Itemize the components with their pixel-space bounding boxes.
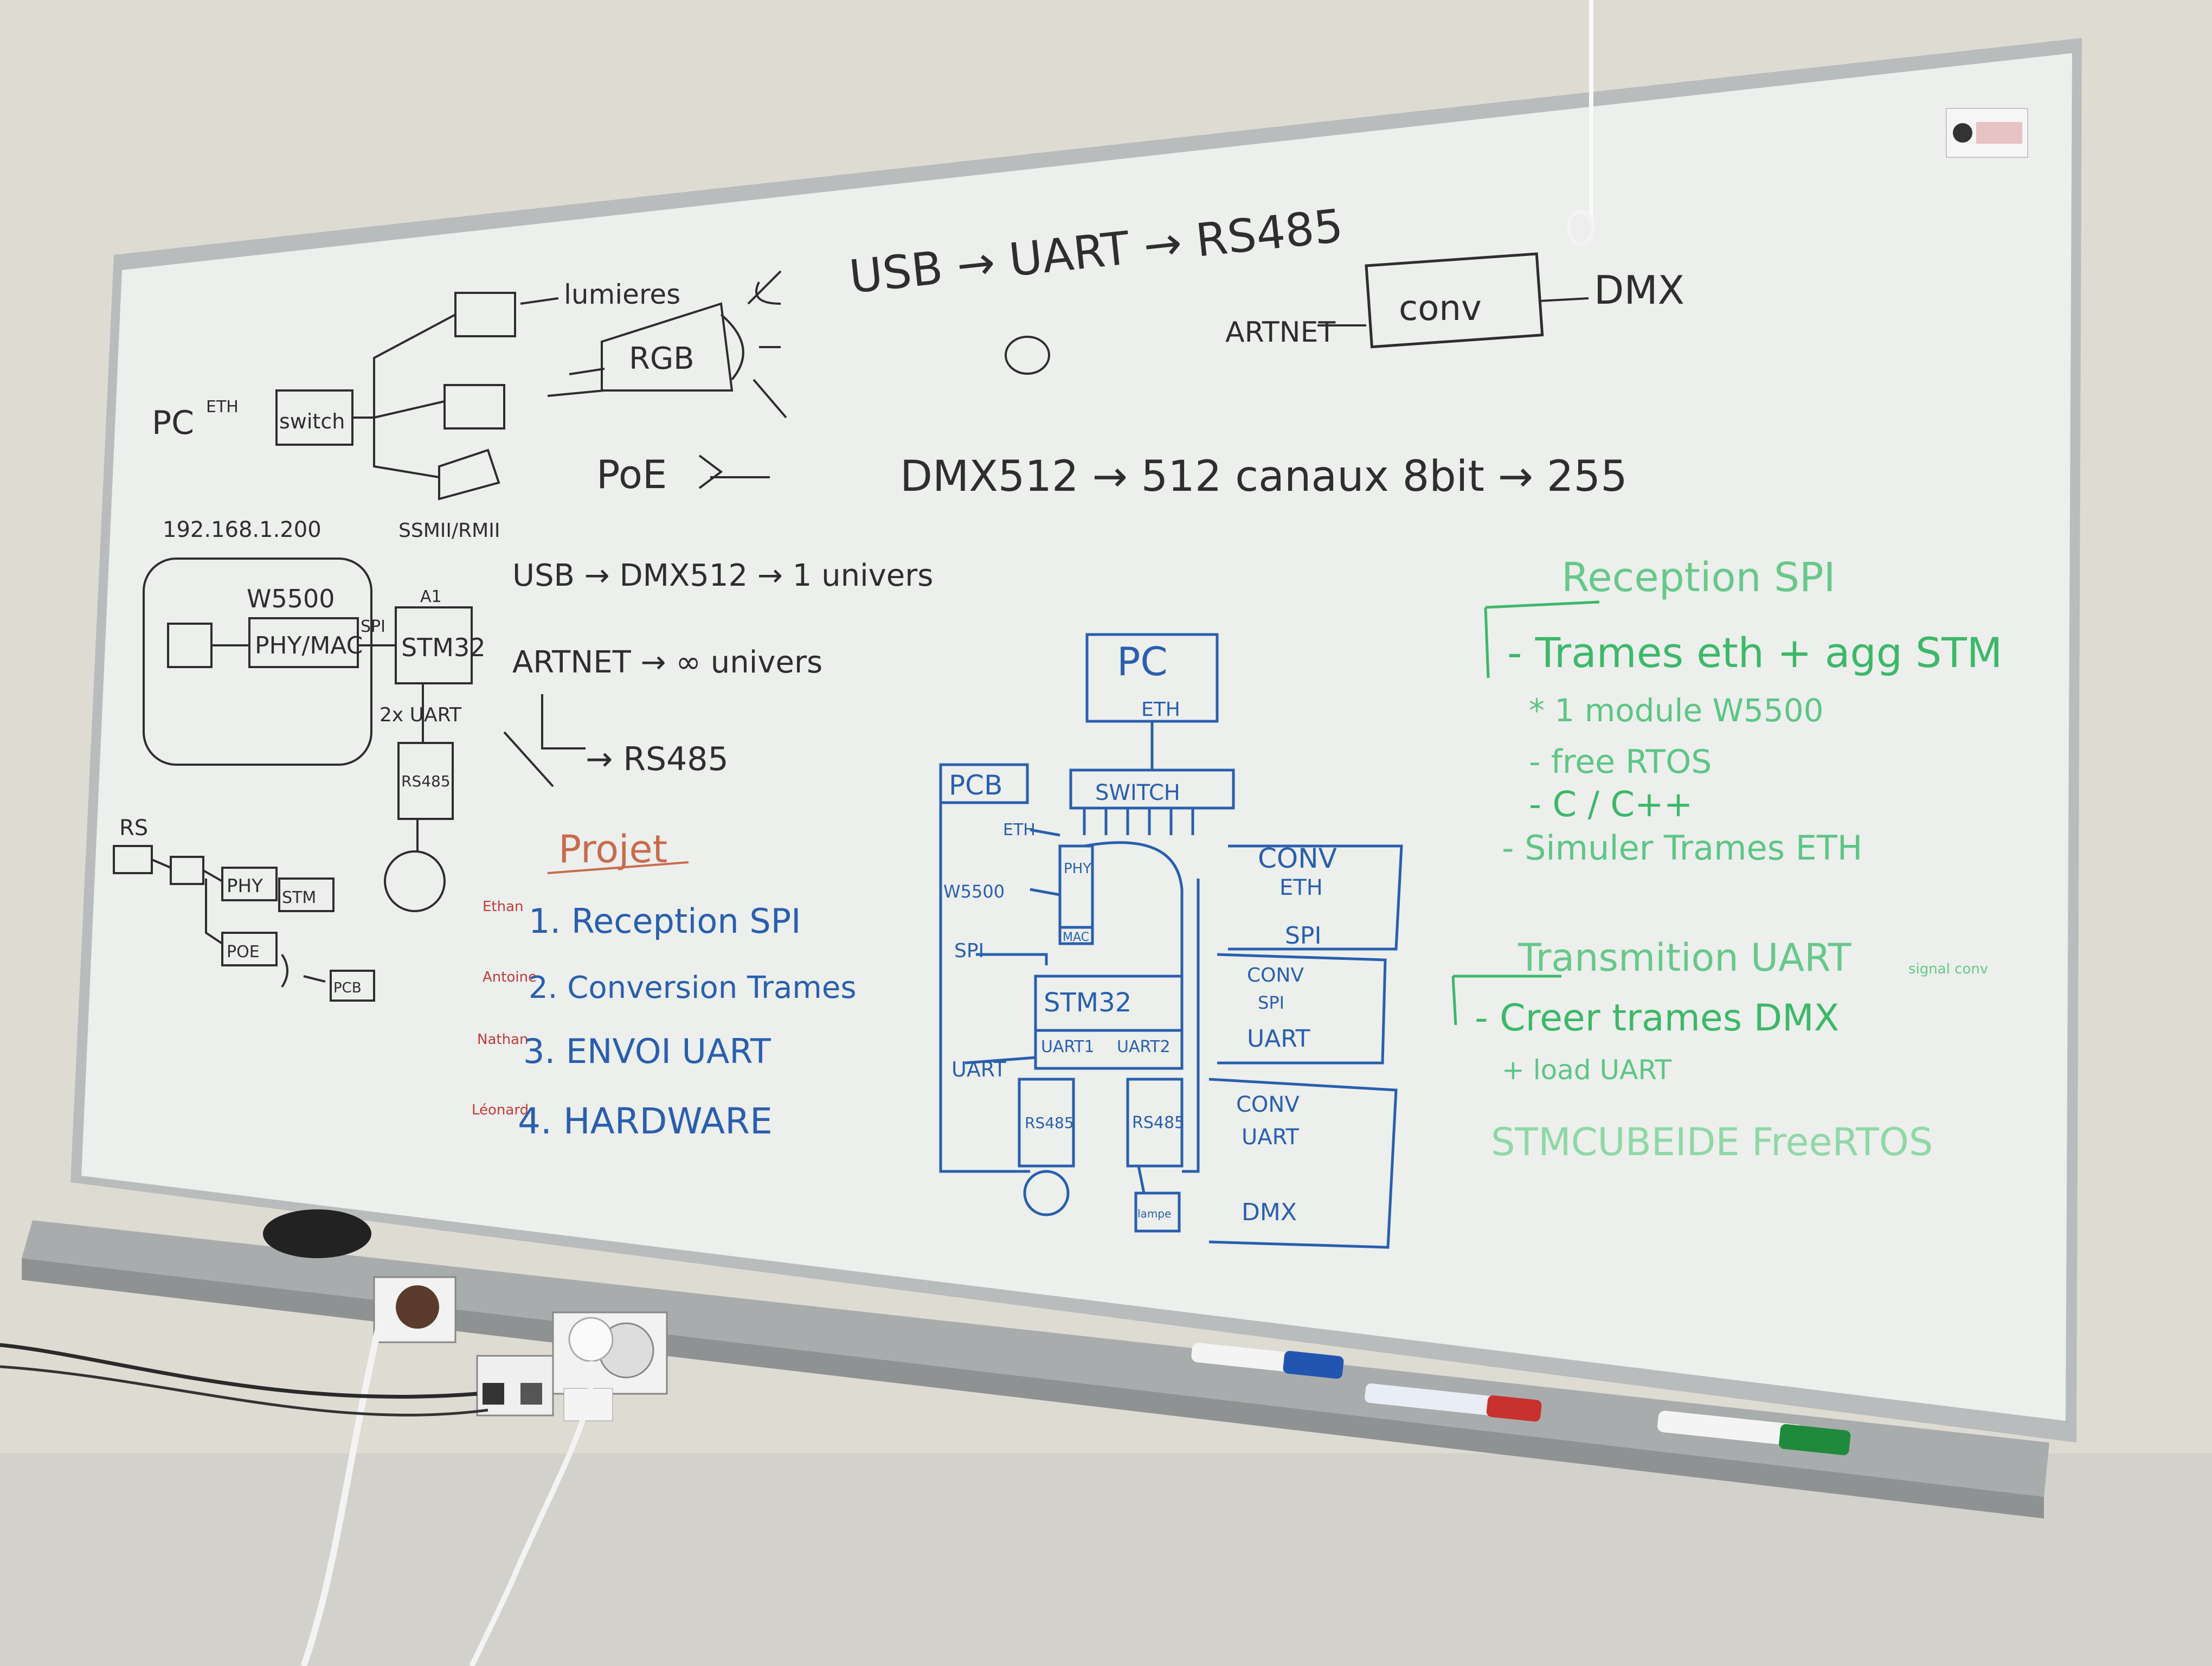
projet-owner-2: Antoine [483, 969, 537, 985]
blue-uart1-label: UART1 [1041, 1037, 1095, 1056]
projet-owner-4: Léonard [472, 1102, 529, 1118]
green-line-2-0: - Creer trames DMX [1475, 997, 1839, 1040]
blue-switch-label: SWITCH [1095, 780, 1180, 805]
label-stm-small: STM [282, 888, 316, 907]
projet-item-3: 3. ENVOI UART [523, 1031, 771, 1071]
conv2-line1: CONV [1247, 964, 1304, 986]
white-cable [300, 1322, 383, 1666]
label-pcb-small: PCB [333, 980, 362, 996]
ink-stroke [755, 281, 781, 305]
blue-uart-label: UART [951, 1058, 1006, 1081]
rs485-line: → RS485 [586, 740, 729, 778]
conv1-line2: ETH [1279, 875, 1323, 900]
label-pc: PC [152, 404, 194, 442]
projet-owner-1: Ethan [483, 899, 524, 915]
cord-loop [1566, 209, 1594, 246]
blue-eth-arrow-label: ETH [1003, 821, 1036, 840]
blue-phy-label: PHY [1064, 861, 1091, 877]
blue-pcb-label: PCB [949, 770, 1002, 801]
artnet-label: ARTNET [1225, 316, 1335, 349]
blue-lamp-label: lampe [1137, 1207, 1171, 1220]
green-title-2-small: signal conv [1908, 961, 1988, 977]
projet-item-2: 2. Conversion Trames [529, 970, 857, 1005]
white-cable-2 [469, 1361, 594, 1666]
label-lumieres: lumieres [564, 279, 680, 310]
label-smii: SSMII/RMII [398, 520, 500, 542]
label-phy-mac: PHY/MAC [255, 632, 363, 659]
network-sketch [113, 270, 787, 1002]
blue-rs485-b-label: RS485 [1132, 1113, 1185, 1132]
projet-item-1: 1. Reception SPI [529, 901, 801, 941]
conv2-line2: SPI [1258, 992, 1284, 1013]
dmx512-line: DMX512 → 512 canaux 8bit → 255 [900, 452, 1628, 501]
green-line-1-3: - C / C++ [1529, 785, 1693, 825]
conv-box [1365, 252, 1544, 349]
label-rgb: RGB [629, 341, 695, 376]
green-title-2: Transmition UART [1517, 935, 1851, 980]
conv3-line3: DMX [1242, 1199, 1297, 1226]
marker-tray [22, 1220, 2049, 1497]
blue-uart2-label: UART2 [1117, 1037, 1171, 1056]
dmx-label: DMX [1594, 267, 1684, 313]
green-bracket-2 [1451, 975, 1561, 1026]
green-line-2-1: + load UART [1502, 1054, 1671, 1086]
projet-item-4: 4. HARDWARE [518, 1100, 773, 1142]
green-line-1-1: * 1 module W5500 [1529, 692, 1824, 729]
eraser-icon [263, 1209, 371, 1258]
green-title-1: Reception SPI [1561, 554, 1836, 601]
green-line-1-0: - Trames eth + agg STM [1507, 629, 2002, 677]
label-rs: RS [119, 816, 148, 841]
green-marker [1657, 1411, 1851, 1456]
label-uart-x2: 2x UART [380, 704, 462, 726]
red-marker [1365, 1383, 1542, 1422]
usb-universe-line: USB → DMX512 → 1 univers [512, 558, 933, 593]
blue-w5500-label: W5500 [943, 881, 1005, 902]
black-cable-2 [0, 1365, 488, 1417]
sticker-label [1976, 122, 2022, 144]
label-rs485-box: RS485 [401, 772, 451, 790]
conv3-line2: UART [1242, 1125, 1300, 1150]
blue-spi-label: SPI [954, 940, 984, 962]
label-a1: A1 [420, 587, 442, 606]
projet-title: Projet [558, 827, 667, 872]
black-cable [0, 1343, 478, 1399]
label-eth: ETH [206, 398, 239, 416]
green-line-1-2: - free RTOS [1529, 743, 1712, 781]
conv-label: conv [1399, 289, 1482, 329]
label-stm32: STM32 [401, 633, 486, 662]
dmx-plug-icon [1005, 336, 1050, 375]
conv1-line1: CONV [1258, 843, 1337, 874]
blue-eth-label: ETH [1141, 699, 1180, 721]
conv2-line3: UART [1247, 1025, 1310, 1053]
conv3-line1: CONV [1236, 1092, 1300, 1117]
blue-marker [1191, 1343, 1344, 1379]
label-poe: PoE [596, 452, 667, 497]
green-footer: STMCUBEIDE FreeRTOS [1491, 1120, 1933, 1164]
board-surface [81, 53, 2072, 1421]
blue-mac-label: MAC [1063, 931, 1089, 944]
blue-rs485-a-label: RS485 [1025, 1114, 1074, 1132]
projet-owner-3: Nathan [477, 1031, 528, 1048]
artnet-universe-line: ARTNET → ∞ univers [512, 645, 822, 680]
label-spi: SPI [361, 617, 385, 636]
blue-system-diagram [939, 633, 1403, 1249]
label-w5500: W5500 [247, 584, 335, 613]
blue-stm32-label: STM32 [1044, 988, 1131, 1018]
green-bracket-1 [1484, 600, 1600, 678]
label-ip: 192.168.1.200 [163, 517, 321, 542]
green-line-1-4: - Simuler Trames ETH [1502, 828, 1862, 868]
label-poe-small: POE [227, 943, 260, 962]
projet-underline [547, 861, 689, 874]
blue-pc-label: PC [1117, 639, 1168, 684]
label-switch: switch [279, 409, 345, 433]
tray-edge [22, 1258, 2044, 1518]
dmx-line [1539, 297, 1589, 302]
label-phy-small: PHY [227, 875, 263, 897]
conv1-line3: SPI [1285, 922, 1321, 950]
sticker-logo-icon [1953, 123, 1972, 143]
